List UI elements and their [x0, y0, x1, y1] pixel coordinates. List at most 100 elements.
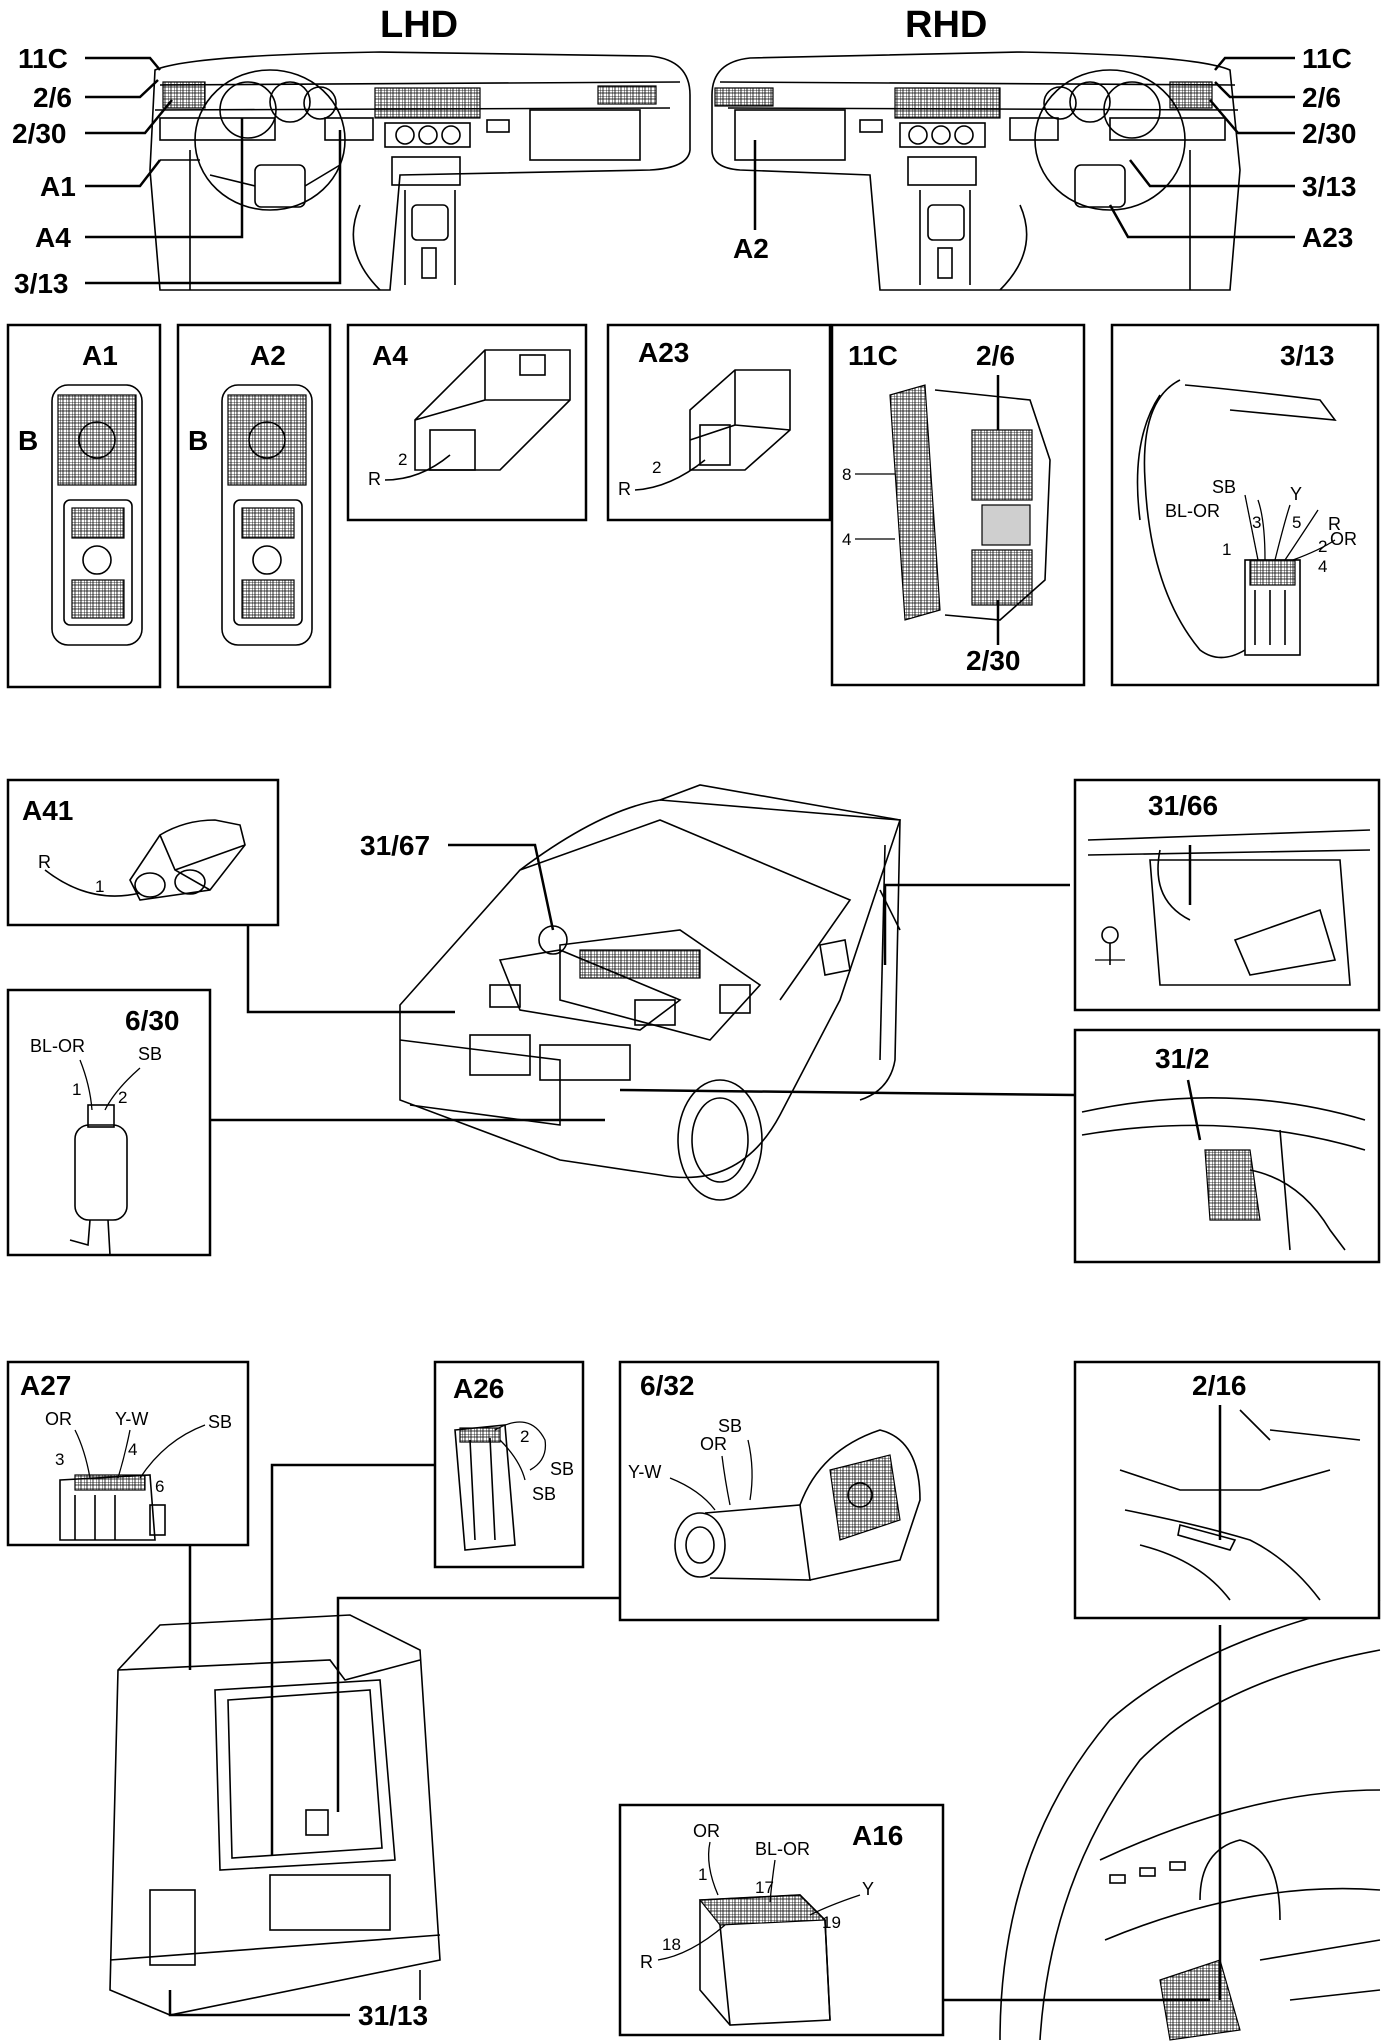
rhd-labels: 11C 2/6 2/30 3/13 A23 A2: [733, 43, 1357, 264]
panel-a26-wire-sb-1: SB: [550, 1459, 574, 1479]
panel-a1: A1 B: [6, 323, 162, 689]
panel-a4-wire: R: [368, 469, 381, 489]
panel-a41-title: A41: [22, 795, 73, 826]
panel-31-66: 31/66: [1073, 778, 1381, 1012]
panel-3-13-pin-1: 1: [1222, 540, 1231, 559]
panel-a23-wire: R: [618, 479, 631, 499]
panel-3-13-pin-5: 5: [1292, 513, 1301, 532]
panel-6-30-wire-bl-or: BL-OR: [30, 1036, 85, 1056]
panel-a16: A16 OR BL-OR Y R 1 17 19 18: [618, 1803, 945, 2037]
panel-3-13: 3/13 SB 3 Y 5 R 2 BL-OR 1 OR 4: [1110, 323, 1380, 687]
lhd-heading: LHD: [380, 4, 458, 46]
rhd-dashboard-drawing: [711, 51, 1241, 291]
panel-11c-label-2-6: 2/6: [976, 340, 1015, 371]
panel-a16-pin-18: 18: [662, 1935, 681, 1954]
panel-6-30: 6/30 BL-OR SB 1 2: [6, 988, 212, 1257]
panel-11c: 11C 2/6 2/30 8 4: [830, 323, 1086, 687]
panel-3-13-pin-3: 3: [1252, 513, 1261, 532]
panel-a23-title: A23: [638, 337, 689, 368]
panel-6-32-wire-y-w: Y-W: [628, 1462, 661, 1482]
panel-6-30-wire-sb: SB: [138, 1044, 162, 1064]
panel-3-13-pin-4: 4: [1318, 557, 1327, 576]
lhd-label-a4: A4: [35, 222, 71, 253]
lhd-label-a1: A1: [40, 171, 76, 202]
panel-a27-pin-6: 6: [155, 1477, 164, 1496]
panel-31-2: 31/2: [1073, 1028, 1381, 1264]
label-31-13: 31/13: [358, 2000, 428, 2031]
panel-a23-pin: 2: [652, 458, 661, 477]
panel-a4: A4 2 R: [346, 323, 588, 522]
panel-6-30-pin-2: 2: [118, 1088, 127, 1107]
panel-3-13-wire-or: OR: [1330, 529, 1357, 549]
lhd-dashboard-drawing: [149, 51, 691, 291]
panel-a27-wire-y-w: Y-W: [115, 1409, 148, 1429]
lhd-label-3-13: 3/13: [14, 268, 69, 299]
panel-6-32-title: 6/32: [640, 1370, 695, 1401]
panel-3-13-wire-bl-or: BL-OR: [1165, 501, 1220, 521]
panel-2-16-title: 2/16: [1192, 1370, 1247, 1401]
panel-a26-wire-sb-2: SB: [532, 1484, 556, 1504]
rear-car-drawing-left: [109, 1614, 441, 2016]
panel-3-13-wire-sb: SB: [1212, 477, 1236, 497]
panel-a16-title: A16: [852, 1820, 903, 1851]
panel-a16-wire-bl-or: BL-OR: [755, 1839, 810, 1859]
panel-a41: A41 R 1: [6, 778, 280, 927]
rhd-callouts: [753, 56, 1295, 239]
panel-a16-pin-19: 19: [822, 1913, 841, 1932]
panel-a26-title: A26: [453, 1373, 504, 1404]
label-31-67: 31/67: [360, 830, 430, 861]
panel-a16-wire-or: OR: [693, 1821, 720, 1841]
panel-6-30-title: 6/30: [125, 1005, 180, 1036]
panel-a26: A26 2 SB SB: [433, 1360, 585, 1569]
panel-2-16: 2/16: [1073, 1360, 1381, 1620]
rhd-label-3-13: 3/13: [1302, 171, 1357, 202]
front-car-callouts: [208, 843, 1076, 1122]
panel-6-32-wire-sb: SB: [718, 1416, 742, 1436]
panel-11c-num-4: 4: [842, 530, 851, 549]
rhd-label-a23: A23: [1302, 222, 1353, 253]
panel-a26-pin: 2: [520, 1427, 529, 1446]
panel-a2: A2 B: [176, 323, 332, 689]
rear-callouts: [168, 1463, 1222, 2017]
rear-car-drawing-right: [999, 1599, 1381, 2041]
panel-3-13-wire-y: Y: [1290, 484, 1302, 504]
panel-a27-pin-4: 4: [128, 1440, 137, 1459]
panel-a1-side-label: B: [18, 425, 38, 456]
lhd-label-11c: 11C: [18, 43, 68, 74]
rhd-dashboard-section: RHD: [711, 4, 1357, 291]
lhd-dashboard-section: LHD: [12, 4, 691, 299]
panel-3-13-title: 3/13: [1280, 340, 1335, 371]
panel-a41-wire: R: [38, 852, 51, 872]
panel-6-32-wire-or: OR: [700, 1434, 727, 1454]
panel-a2-side-label: B: [188, 425, 208, 456]
panel-31-2-title: 31/2: [1155, 1043, 1210, 1074]
panel-a16-pin-1: 1: [698, 1865, 707, 1884]
rhd-label-2-6: 2/6: [1302, 82, 1341, 113]
lhd-labels: 11C 2/6 2/30 A1 A4 3/13: [12, 43, 76, 299]
panel-a27-wire-or: OR: [45, 1409, 72, 1429]
panel-6-30-pin-1: 1: [72, 1080, 81, 1099]
panel-a16-pin-17: 17: [755, 1878, 774, 1897]
panel-a41-pin: 1: [95, 877, 104, 896]
panel-a16-wire-r: R: [640, 1952, 653, 1972]
panel-a27-title: A27: [20, 1370, 71, 1401]
rhd-label-a2: A2: [733, 233, 769, 264]
lhd-label-2-30: 2/30: [12, 118, 67, 149]
panel-3-13-wire-r: R: [1328, 514, 1341, 534]
panel-11c-title: 11C: [848, 340, 898, 371]
lhd-label-2-6: 2/6: [33, 82, 72, 113]
rhd-heading: RHD: [905, 4, 987, 46]
panel-31-66-title: 31/66: [1148, 790, 1218, 821]
panel-a4-title: A4: [372, 340, 408, 371]
front-car-drawing: [399, 784, 902, 1201]
lhd-callouts: [85, 56, 342, 285]
panel-6-32: 6/32 Y-W OR SB: [618, 1360, 940, 1622]
rhd-label-11c: 11C: [1302, 43, 1352, 74]
panel-a2-title: A2: [250, 340, 286, 371]
panel-3-13-pin-2: 2: [1318, 537, 1327, 556]
panel-a16-wire-y: Y: [862, 1879, 874, 1899]
panel-11c-num-8: 8: [842, 465, 851, 484]
panel-a23: A23 2 R: [606, 323, 832, 522]
rhd-label-2-30: 2/30: [1302, 118, 1357, 149]
